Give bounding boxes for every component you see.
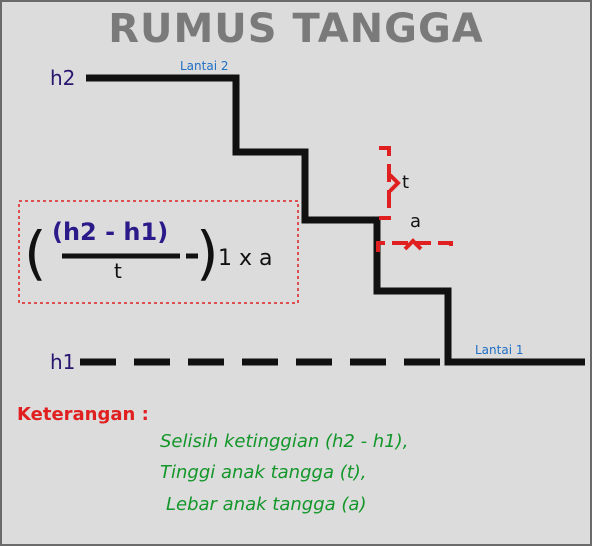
h2-label: h2 <box>50 66 76 90</box>
h1-label: h1 <box>50 350 76 374</box>
riser-t-label: t <box>402 172 410 193</box>
lantai2-label: Lantai 2 <box>180 59 229 73</box>
formula-numerator: (h2 - h1) <box>52 218 169 246</box>
lantai1-label: Lantai 1 <box>475 343 524 357</box>
formula-open-paren: ( <box>24 219 47 287</box>
keterangan-title: Keterangan : <box>17 404 149 425</box>
formula-denominator: t <box>114 259 122 283</box>
tread-marker <box>376 241 453 252</box>
keterangan-line: Selisih ketinggian (h2 - h1), <box>160 431 409 452</box>
staircase-outline <box>86 74 585 366</box>
formula-close-paren: ) <box>196 219 219 287</box>
keterangan-line: Tinggi anak tangga (t), <box>160 462 367 483</box>
tread-a-label: a <box>410 211 422 232</box>
riser-arrow <box>388 173 401 193</box>
diagram-title: RUMUS TANGGA <box>108 6 484 52</box>
formula-box <box>18 200 299 304</box>
riser-marker <box>379 146 391 220</box>
tread-arrow <box>403 238 423 251</box>
formula-tail: 1 x a <box>218 246 273 271</box>
keterangan-line: Lebar anak tangga (a) <box>166 494 367 515</box>
